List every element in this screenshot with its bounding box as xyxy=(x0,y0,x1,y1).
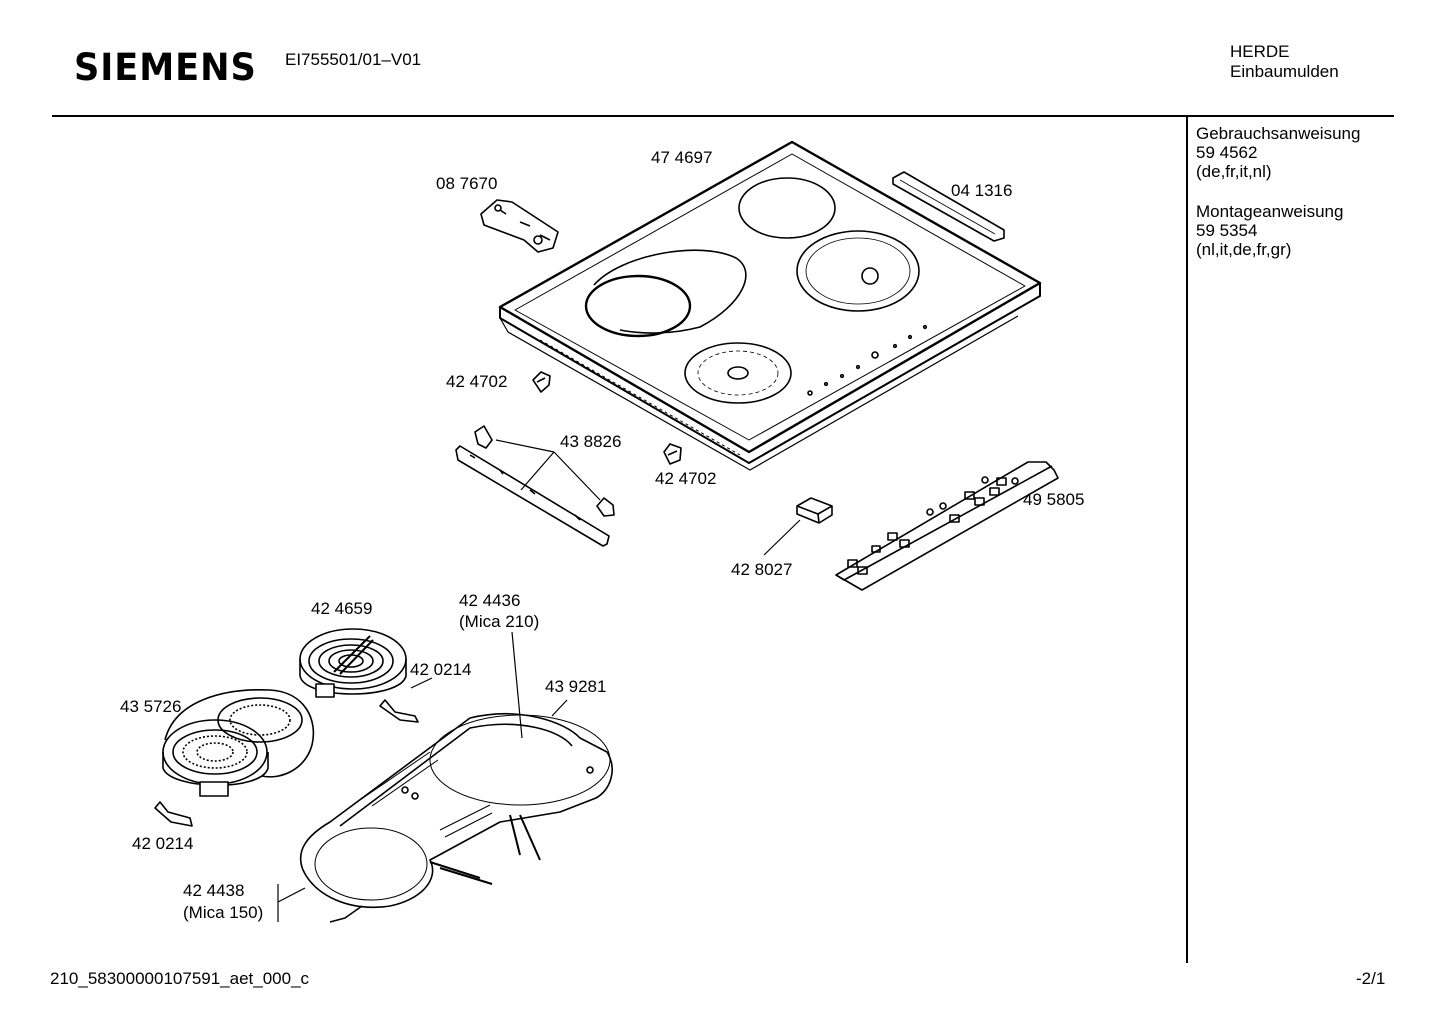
category-line-2: Einbaumulden xyxy=(1230,62,1339,81)
doc-languages: (nl,it,de,fr,gr) xyxy=(1196,240,1292,259)
label-carrier: 43 9281 xyxy=(545,677,606,696)
label-mica-large-note: (Mica 210) xyxy=(459,612,539,631)
doc-title: Montageanweisung xyxy=(1196,202,1344,221)
doc-languages: (de,fr,it,nl) xyxy=(1196,162,1272,181)
trim-strip-part[interactable] xyxy=(892,171,1005,242)
label-mica-small: 42 4438 xyxy=(183,881,244,900)
relay-part[interactable] xyxy=(796,497,833,524)
label-heater-round: 42 4659 xyxy=(311,599,372,618)
label-hob: 47 4697 xyxy=(651,148,712,167)
label-rail-clips: 43 8826 xyxy=(560,432,621,451)
label-heater-dual: 43 5726 xyxy=(120,697,181,716)
mounting-rail-part[interactable] xyxy=(455,425,615,547)
installation-manual-ref: Montageanweisung 59 5354 (nl,it,de,fr,gr… xyxy=(1196,202,1360,259)
radiant-heater-part[interactable] xyxy=(299,628,407,698)
temperature-limiter-bottom-part[interactable] xyxy=(154,801,193,827)
documents-panel: Gebrauchsanweisung 59 4562 (de,fr,it,nl)… xyxy=(1196,124,1360,280)
label-control-board: 49 5805 xyxy=(1023,490,1084,509)
side-panel-divider xyxy=(1186,117,1188,963)
label-limiter-top: 42 0214 xyxy=(410,660,471,679)
model-number: EI755501/01–V01 xyxy=(285,50,422,69)
clip-left-part[interactable] xyxy=(532,371,551,393)
label-mica-small-note: (Mica 150) xyxy=(183,903,263,922)
heater-carrier-tray-part[interactable] xyxy=(299,713,613,923)
cooktop-part[interactable] xyxy=(498,140,1042,471)
doc-number: 59 4562 xyxy=(1196,143,1258,162)
category-line-1: HERDE xyxy=(1230,42,1290,61)
product-category: HERDE Einbaumulden xyxy=(1230,42,1339,82)
label-mica-large: 42 4436 xyxy=(459,591,520,610)
label-clip-right: 42 4702 xyxy=(655,469,716,488)
label-clip-left: 42 4702 xyxy=(446,372,507,391)
label-bracket: 08 7670 xyxy=(436,174,497,193)
clip-right-part[interactable] xyxy=(663,443,682,465)
dual-radiant-heater-part[interactable] xyxy=(162,688,315,797)
doc-number: 59 5354 xyxy=(1196,221,1258,240)
label-strip: 04 1316 xyxy=(951,181,1012,200)
header-divider xyxy=(52,115,1394,117)
label-limiter-bottom: 42 0214 xyxy=(132,834,193,853)
leader-lines xyxy=(277,439,801,922)
brand-logo: SIEMENS xyxy=(74,46,257,89)
user-manual-ref: Gebrauchsanweisung 59 4562 (de,fr,it,nl) xyxy=(1196,124,1360,181)
drawing-id: 210_58300000107591_aet_000_c xyxy=(50,969,310,988)
temperature-limiter-top-part[interactable] xyxy=(379,699,419,723)
mounting-bracket-part[interactable] xyxy=(480,199,559,253)
control-board-part[interactable] xyxy=(835,461,1059,591)
doc-title: Gebrauchsanweisung xyxy=(1196,124,1361,143)
page-number: -2/1 xyxy=(1356,969,1386,988)
label-relay: 42 8027 xyxy=(731,560,792,579)
